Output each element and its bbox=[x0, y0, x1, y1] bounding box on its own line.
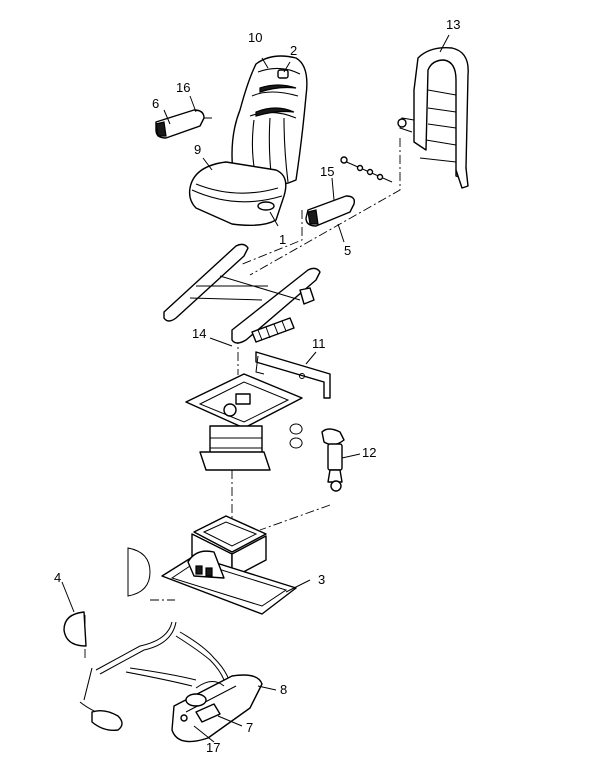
callout-5: 5 bbox=[344, 243, 351, 258]
suspension-air-spring bbox=[199, 423, 303, 471]
lever-piece bbox=[91, 709, 123, 732]
callout-12: 12 bbox=[362, 445, 376, 460]
part-11-mount-bracket bbox=[255, 351, 331, 399]
part-2-lumbar-control bbox=[277, 69, 289, 79]
part-13-back-frame bbox=[397, 47, 469, 189]
callout-17: 17 bbox=[206, 740, 220, 755]
callout-2: 2 bbox=[290, 43, 297, 58]
part-4-cover bbox=[63, 611, 87, 647]
callout-10: 10 bbox=[248, 30, 262, 45]
part-9-seat-cushion bbox=[188, 161, 287, 227]
callout-7: 7 bbox=[246, 720, 253, 735]
part-3-base-frame bbox=[161, 550, 297, 615]
part-5-right-armrest bbox=[305, 195, 356, 227]
callout-8: 8 bbox=[280, 682, 287, 697]
callout-1: 1 bbox=[279, 232, 286, 247]
part-14-slide-rails bbox=[163, 243, 321, 344]
part-12-shock-absorber bbox=[321, 428, 345, 492]
callout-11: 11 bbox=[312, 336, 326, 351]
part-6-left-armrest bbox=[155, 109, 212, 139]
callout-16: 16 bbox=[176, 80, 190, 95]
suspension-top-plate bbox=[185, 373, 303, 429]
callout-15: 15 bbox=[320, 164, 334, 179]
leader-lines bbox=[61, 34, 450, 743]
callout-6: 6 bbox=[152, 96, 159, 111]
cover-outline bbox=[127, 547, 151, 597]
callout-labels: 1 2 3 4 5 6 7 8 9 10 11 12 13 14 15 16 1… bbox=[54, 17, 460, 755]
hardware-bolt-set bbox=[340, 156, 393, 183]
callout-4: 4 bbox=[54, 570, 61, 585]
callout-14: 14 bbox=[192, 326, 206, 341]
callout-3: 3 bbox=[318, 572, 325, 587]
part-7-control-knob bbox=[180, 703, 221, 723]
callout-13: 13 bbox=[446, 17, 460, 32]
callout-9: 9 bbox=[194, 142, 201, 157]
